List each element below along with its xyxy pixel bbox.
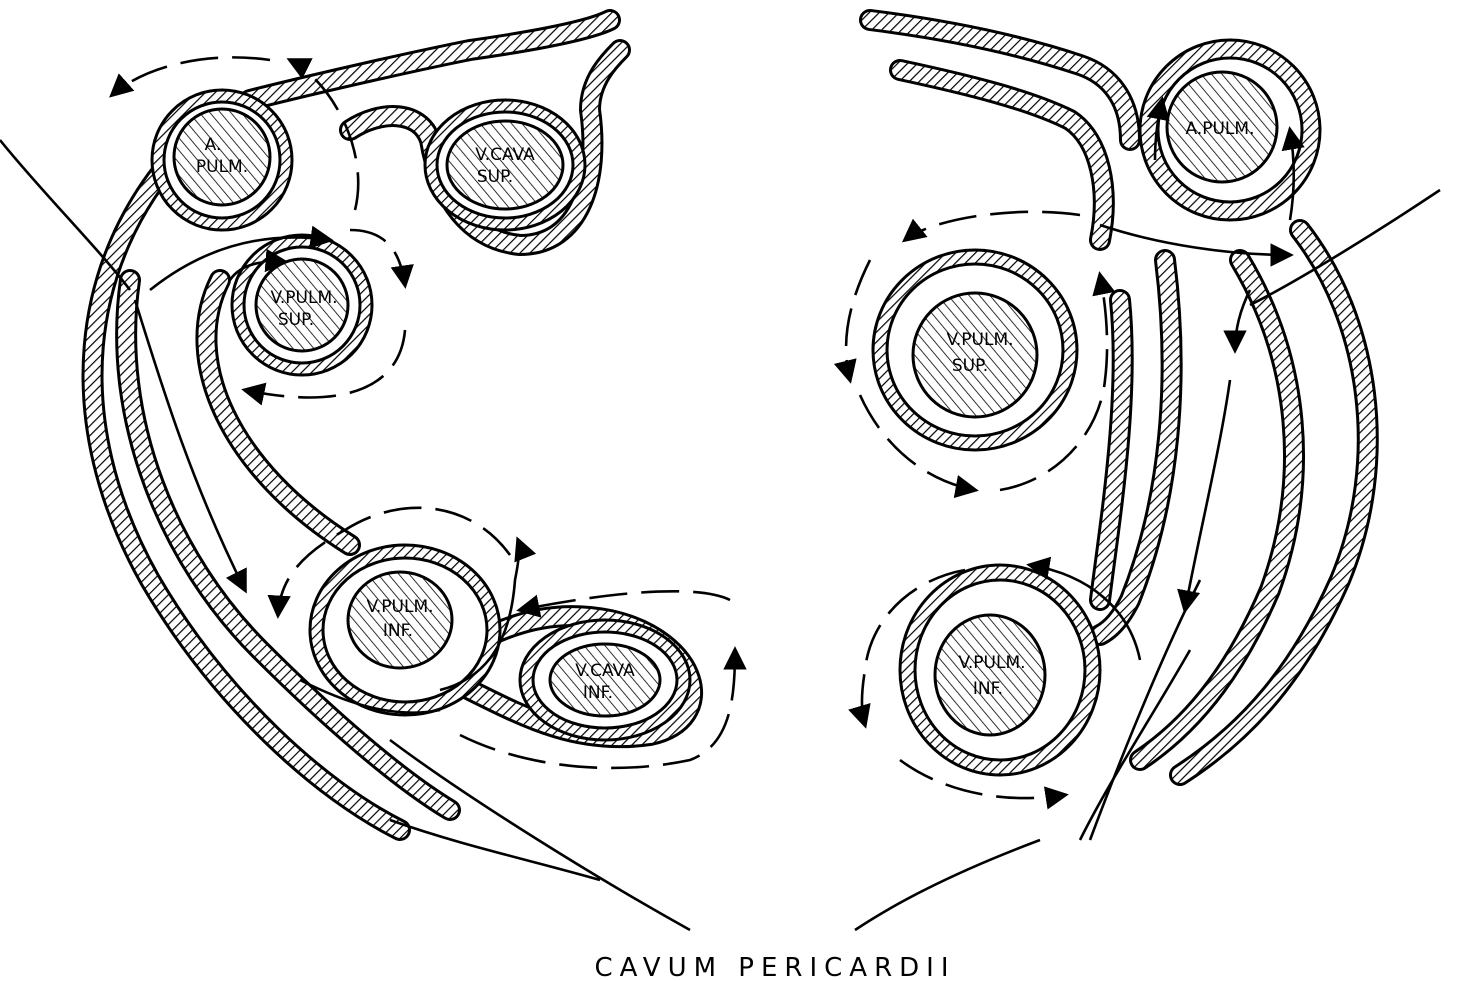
right-v-pulm-sup-label-1: V.PULM.	[946, 330, 1013, 350]
left-arrow-11	[459, 646, 747, 770]
left-arrow-7	[149, 225, 334, 292]
left-v-cava-sup-vessel	[445, 119, 565, 211]
left-arrow-4	[241, 329, 407, 406]
left-pointer-line-1	[0, 139, 132, 291]
right-arrow-8	[1223, 289, 1252, 354]
right-v-pulm-inf-label-2: INF.	[973, 679, 1003, 699]
left-arrow-1	[109, 56, 271, 98]
right-v-pulm-inf-vessel	[933, 613, 1047, 737]
right-v-pulm-sup-vessel	[911, 291, 1039, 419]
left-a-pulm-label-2: PULM.	[196, 157, 248, 177]
left-v-pulm-inf-label-1: V.PULM.	[366, 597, 433, 617]
left-v-pulm-sup-vessel	[254, 257, 350, 353]
left-arrow-10	[516, 589, 731, 618]
left-diagram: A. PULM. V.CAVA SUP. V.PULM. SUP. V.PULM…	[0, 9, 747, 932]
left-v-cava-inf-label-2: INF.	[583, 683, 613, 703]
left-a-pulm-label-1: A.	[205, 135, 222, 155]
right-arrow-12	[1026, 556, 1142, 661]
left-arrow-6	[133, 299, 247, 594]
left-arrow-8	[267, 506, 512, 619]
left-pointer-line-2	[389, 738, 691, 932]
left-arrow-3	[349, 228, 414, 289]
left-a-pulm-vessel	[172, 107, 272, 207]
left-v-pulm-sup-label-1: V.PULM.	[270, 288, 337, 308]
left-v-pulm-inf-label-2: INF.	[383, 621, 413, 641]
left-v-cava-sup-label-2: SUP.	[477, 167, 513, 187]
left-v-cava-inf-label-1: V.CAVA	[575, 661, 635, 681]
right-arrow-10	[848, 568, 966, 729]
right-pointer-line-3	[854, 838, 1041, 932]
left-arrow-2	[286, 58, 360, 211]
left-v-cava-inf-vessel	[548, 642, 662, 718]
right-a-pulm-vessel	[1165, 70, 1279, 184]
right-arrow-3	[858, 394, 979, 499]
right-arrow-6	[1146, 96, 1170, 161]
right-arrow-2	[833, 259, 872, 384]
left-v-pulm-sup-label-2: SUP.	[278, 310, 314, 330]
diagram-caption: CAVUM PERICARDII	[595, 953, 956, 981]
right-arrow-7	[1281, 126, 1305, 221]
right-arrow-1	[901, 210, 1081, 243]
right-arrow-4	[999, 271, 1116, 492]
right-arrow-9	[1177, 379, 1232, 614]
right-pointer-line-4	[1078, 649, 1192, 841]
right-arrow-11	[899, 758, 1069, 810]
right-pointer-line-2	[1088, 579, 1202, 841]
left-pointer-line-3	[389, 818, 601, 882]
left-arrow-9	[439, 536, 537, 692]
right-pointer-line-1	[1249, 188, 1441, 307]
left-arrow-12	[299, 678, 441, 714]
left-v-cava-sup-label-1: V.CAVA	[475, 145, 535, 165]
left-arrow-5	[228, 248, 289, 281]
right-a-pulm-label: A.PULM.	[1186, 119, 1255, 139]
right-arrow-5	[1099, 223, 1294, 267]
right-v-pulm-inf-label-1: V.PULM.	[958, 653, 1025, 673]
right-v-pulm-sup-label-2: SUP.	[952, 356, 988, 376]
right-diagram: A.PULM. V.PULM. SUP. V.PULM. INF.	[833, 9, 1441, 932]
left-v-pulm-inf-vessel	[346, 570, 454, 670]
